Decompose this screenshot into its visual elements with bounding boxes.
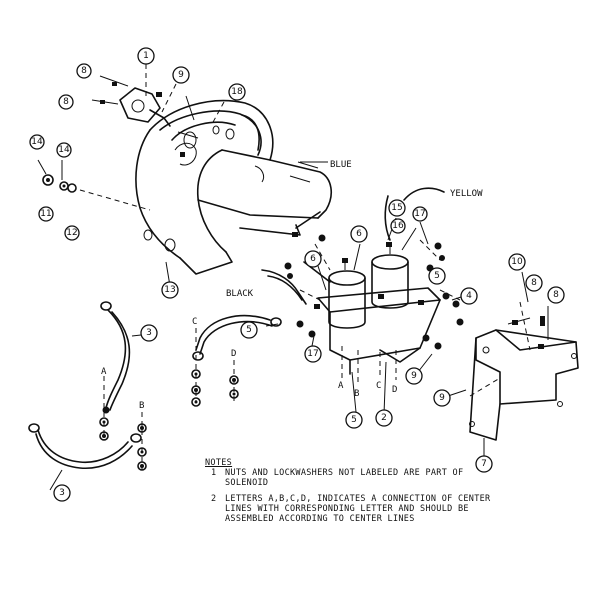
callout-3-lower: 3 xyxy=(53,484,71,502)
callout-2: 2 xyxy=(375,409,393,427)
callout-8-bracket-right: 8 xyxy=(547,286,565,304)
svg-text:8: 8 xyxy=(81,66,87,76)
cable-bottom xyxy=(28,423,142,470)
svg-text:9: 9 xyxy=(178,70,184,80)
yellow-wire xyxy=(403,187,445,201)
notes-block: NOTES 1 NUTS AND LOCKWASHERS NOT LABELED… xyxy=(205,458,505,524)
notes-header: NOTES xyxy=(205,458,233,468)
callout-16: 16 xyxy=(390,218,406,234)
svg-text:4: 4 xyxy=(466,291,472,301)
svg-text:14: 14 xyxy=(58,145,70,155)
svg-text:12: 12 xyxy=(66,228,77,238)
svg-text:17: 17 xyxy=(307,349,318,359)
letter-a-solenoid: A xyxy=(338,381,344,391)
callout-5-lower: 5 xyxy=(345,411,363,429)
svg-text:14: 14 xyxy=(31,137,43,147)
callout-6-lower: 6 xyxy=(304,250,322,268)
svg-text:8: 8 xyxy=(553,290,559,300)
callout-4: 4 xyxy=(460,287,478,305)
note-item-2: 2 LETTERS A,B,C,D, INDICATES A CONNECTIO… xyxy=(205,494,505,524)
svg-text:6: 6 xyxy=(356,229,362,239)
svg-text:6: 6 xyxy=(310,254,316,264)
callout-9-top: 9 xyxy=(172,66,190,84)
callout-1: 1 xyxy=(137,47,155,65)
letter-b-solenoid: B xyxy=(354,389,359,399)
svg-text:10: 10 xyxy=(511,257,523,267)
svg-text:18: 18 xyxy=(231,87,243,97)
center-lines xyxy=(341,346,397,384)
callout-14-left: 14 xyxy=(29,134,45,150)
svg-text:1: 1 xyxy=(143,51,149,61)
callout-14-right: 14 xyxy=(56,142,72,158)
callout-9-bracket: 9 xyxy=(433,389,451,407)
callout-9-solenoid: 9 xyxy=(405,367,423,385)
callout-11: 11 xyxy=(38,206,54,222)
yellow-label: YELLOW xyxy=(450,189,483,199)
housing xyxy=(135,99,333,275)
callout-6-upper: 6 xyxy=(350,225,368,243)
letter-d-cable: D xyxy=(231,349,236,359)
letter-a-cable: A xyxy=(101,367,107,377)
letter-d-solenoid: D xyxy=(392,385,397,395)
motor-fitting xyxy=(91,64,225,127)
note-text: LETTERS A,B,C,D, INDICATES A CONNECTION … xyxy=(225,494,491,524)
blue-label: BLUE xyxy=(330,160,352,170)
svg-text:5: 5 xyxy=(351,415,357,425)
solenoid-assembly xyxy=(284,195,464,375)
black-label: BLACK xyxy=(226,289,254,299)
svg-text:16: 16 xyxy=(392,221,404,231)
callout-8-top: 8 xyxy=(76,63,92,79)
letter-c-cable: C xyxy=(192,317,197,327)
svg-text:9: 9 xyxy=(439,393,445,403)
svg-text:3: 3 xyxy=(146,328,152,338)
svg-text:11: 11 xyxy=(40,209,51,219)
callout-5-right: 5 xyxy=(428,267,446,285)
callout-10: 10 xyxy=(508,253,526,271)
callout-7: 7 xyxy=(475,455,493,473)
nut-stacks xyxy=(99,328,239,471)
callout-12: 12 xyxy=(64,225,80,241)
svg-text:5: 5 xyxy=(434,271,440,281)
svg-text:8: 8 xyxy=(63,97,69,107)
black-wire xyxy=(261,269,307,305)
svg-text:8: 8 xyxy=(531,278,537,288)
svg-text:17: 17 xyxy=(414,209,425,219)
svg-text:13: 13 xyxy=(164,285,175,295)
callout-17-lower: 17 xyxy=(304,345,322,363)
callout-17-upper: 17 xyxy=(412,206,428,222)
note-text: NUTS AND LOCKWASHERS NOT LABELED ARE PAR… xyxy=(225,468,464,488)
callout-8-bracket-left: 8 xyxy=(525,274,543,292)
leader-lines xyxy=(49,95,529,491)
letter-b-cable: B xyxy=(139,401,144,411)
svg-text:9: 9 xyxy=(411,371,417,381)
callout-3-upper: 3 xyxy=(140,324,158,342)
callout-13: 13 xyxy=(161,281,179,299)
svg-text:2: 2 xyxy=(381,413,387,423)
callout-15: 15 xyxy=(388,199,406,217)
svg-text:3: 3 xyxy=(59,488,65,498)
note-item-1: 1 NUTS AND LOCKWASHERS NOT LABELED ARE P… xyxy=(205,468,505,488)
cable-middle xyxy=(192,314,282,361)
cable-upper-left xyxy=(100,301,131,414)
note-number: 2 xyxy=(211,494,217,504)
svg-text:15: 15 xyxy=(391,203,402,213)
note-number: 1 xyxy=(211,468,217,478)
svg-text:7: 7 xyxy=(481,459,487,469)
letter-c-solenoid: C xyxy=(376,381,381,391)
callout-8-left: 8 xyxy=(58,94,74,110)
svg-text:5: 5 xyxy=(246,325,252,335)
callout-18: 18 xyxy=(228,83,246,101)
mounting-bracket xyxy=(469,301,579,441)
callout-5-middle: 5 xyxy=(240,321,258,339)
small-hardware-left xyxy=(37,159,151,211)
